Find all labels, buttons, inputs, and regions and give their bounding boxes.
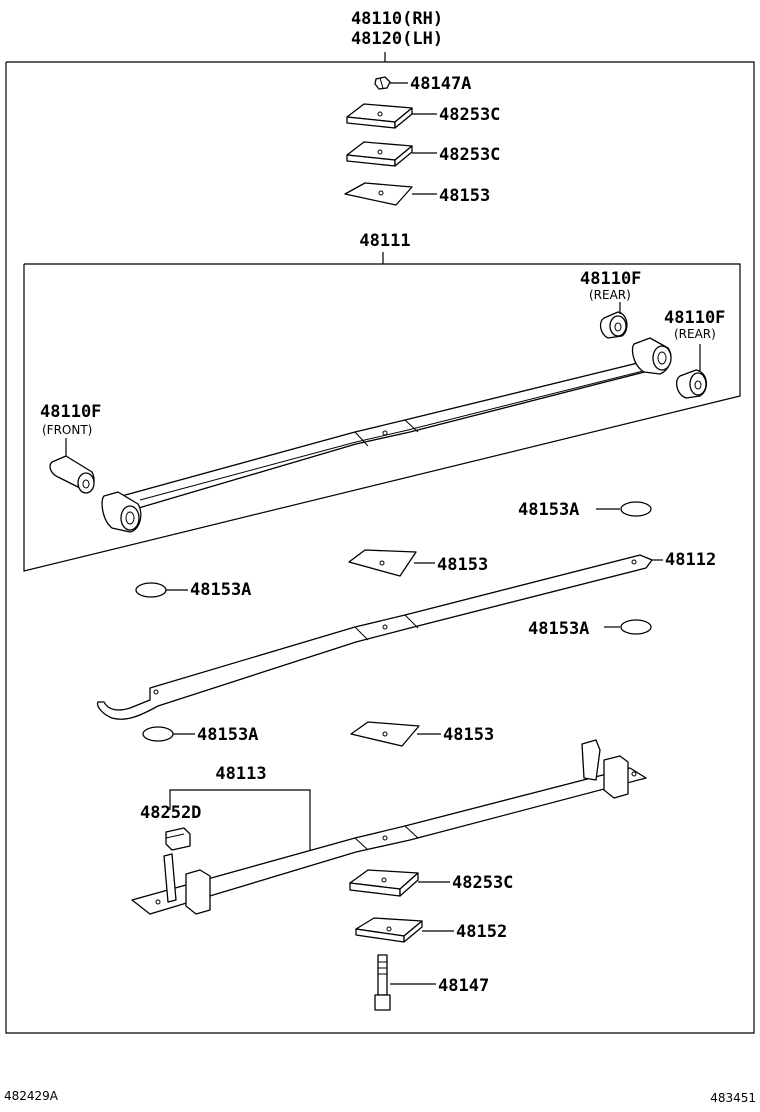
bushing-rear-2-note: (REAR) (674, 327, 716, 341)
plate-bottom-label: 48152 (456, 922, 507, 942)
assembly-frame (5, 52, 755, 1034)
leaf-2-part (96, 554, 663, 720)
bushing-rear-2-part (675, 344, 707, 399)
assembly-rh-label: 48110(RH) (351, 9, 443, 29)
plate-mid-1-part (348, 549, 435, 577)
main-leaf-frame (23, 252, 741, 572)
disc-2-label: 48153A (190, 580, 251, 600)
pad-top-1-label: 48253C (439, 105, 500, 125)
bushing-front-label: 48110F (40, 402, 101, 422)
pad-bottom-label: 48253C (452, 873, 513, 893)
disc-4-label: 48153A (197, 725, 258, 745)
clip-part (165, 827, 191, 851)
leaf-3-label: 48113 (215, 764, 266, 784)
center-bolt-part (374, 954, 436, 1011)
disc-3-label: 48153A (528, 619, 589, 639)
disc-2-part (135, 582, 188, 598)
footer-right-code: 483451 (710, 1091, 756, 1105)
pad-top-1-part (346, 103, 437, 129)
pad-bottom-part (349, 869, 450, 897)
disc-4-part (142, 726, 195, 742)
center-bolt-label: 48147 (438, 976, 489, 996)
plate-mid-2-label: 48153 (443, 725, 494, 745)
pad-top-2-part (346, 141, 437, 167)
bushing-rear-1-part (599, 302, 628, 339)
disc-1-part (596, 501, 652, 517)
footer-left-code: 482429A (4, 1089, 59, 1103)
nut-part (374, 76, 408, 90)
plate-mid-1-label: 48153 (437, 555, 488, 575)
plate-bottom-part (355, 917, 454, 943)
bushing-front-part (49, 438, 95, 494)
main-leaf-part (101, 337, 672, 533)
assembly-lh-label: 48120(LH) (351, 29, 443, 49)
bushing-rear-1-label: 48110F (580, 269, 641, 289)
plate-top-part (344, 182, 437, 206)
disc-1-label: 48153A (518, 500, 579, 520)
leaf-2-label: 48112 (665, 550, 716, 570)
bushing-rear-1-note: (REAR) (589, 288, 631, 302)
bushing-rear-2-label: 48110F (664, 308, 725, 328)
pad-top-2-label: 48253C (439, 145, 500, 165)
main-leaf-label: 48111 (359, 231, 410, 251)
bushing-front-note: (FRONT) (42, 423, 92, 437)
nut-label: 48147A (410, 74, 471, 94)
leaf-3-part (131, 739, 647, 915)
clip-label: 48252D (140, 803, 201, 823)
disc-3-part (604, 619, 652, 635)
plate-mid-2-part (350, 721, 441, 747)
plate-top-label: 48153 (439, 186, 490, 206)
